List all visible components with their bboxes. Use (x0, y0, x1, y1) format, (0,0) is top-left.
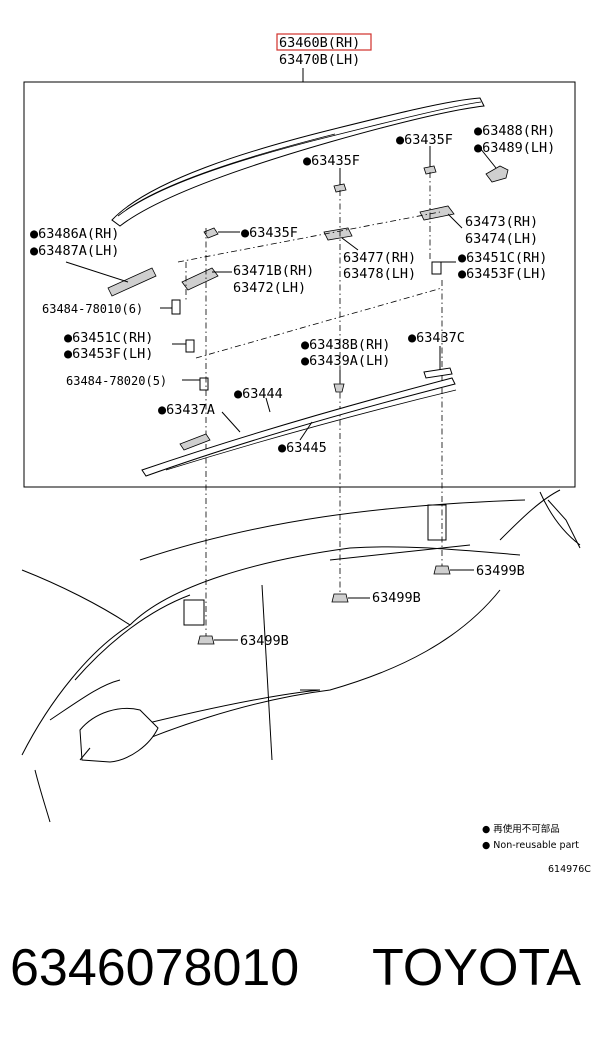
callout-63499B-3: 63499B (476, 563, 525, 579)
bolts-shape (160, 261, 456, 391)
callout-63484-78020: 63484-78020(5) (66, 374, 167, 388)
callout-63435F-c: ●63435F (241, 225, 298, 241)
part-number: 6346078010 (10, 939, 300, 997)
reference-code: 614976C (548, 864, 591, 875)
callout-63445: ●63445 (278, 440, 327, 456)
callout-63471B: 63471B(RH) (233, 263, 314, 279)
bracket-63473-shape (419, 205, 455, 221)
clip-63499B-shapes (197, 565, 474, 645)
callout-63451C-right: ●63451C(RH) (458, 250, 547, 266)
exploded-view-frame (23, 81, 576, 488)
label-63470B: 63470B(LH) (279, 52, 360, 68)
callout-63453F-left: ●63453F(LH) (64, 346, 153, 362)
brand-name: TOYOTA (372, 939, 581, 997)
callout-63438B: ●63438B(RH) (301, 337, 390, 353)
bracket-63471B-shape (181, 267, 219, 291)
callout-63435F-a: ●63435F (396, 132, 453, 148)
callout-63453F-right: ●63453F(LH) (458, 266, 547, 282)
callout-63444: ●63444 (234, 386, 283, 402)
callout-63499B-1: 63499B (240, 633, 289, 649)
callout-63484-78010: 63484-78010(6) (42, 302, 143, 316)
highlight-box (276, 33, 372, 51)
cover-63486A-shape (107, 267, 157, 297)
bracket-63488-shape (485, 165, 509, 183)
callout-63437C: ●63437C (408, 330, 465, 346)
callout-63472: 63472(LH) (233, 280, 306, 296)
roof-rail-shape (111, 97, 485, 227)
bracket-63477-shape (323, 227, 353, 241)
callout-63473: 63473(RH) (465, 214, 538, 230)
callout-63478: 63478(LH) (343, 266, 416, 282)
clip-63435F-shape (203, 146, 437, 239)
callout-63439A: ●63439A(LH) (301, 353, 390, 369)
moulding-63444-shape (141, 367, 457, 477)
callout-63474: 63474(LH) (465, 231, 538, 247)
callout-63489: ●63489(LH) (474, 140, 555, 156)
legend-en: ● Non-reusable part (482, 840, 579, 851)
callout-63488: ●63488(RH) (474, 123, 555, 139)
label-63460B: 63460B(RH) (279, 35, 360, 51)
callout-63435F-b: ●63435F (303, 153, 360, 169)
clip-63438B-shape (333, 383, 345, 393)
callout-63451C-left: ●63451C(RH) (64, 330, 153, 346)
car-body-outline (21, 489, 581, 823)
callout-63487A: ●63487A(LH) (30, 243, 119, 259)
callout-63486A: ●63486A(RH) (30, 226, 119, 242)
callout-63499B-2: 63499B (372, 590, 421, 606)
legend-jp: ● 再使用不可部品 (482, 823, 560, 835)
callout-63437A: ●63437A (158, 402, 215, 418)
callout-63477: 63477(RH) (343, 250, 416, 266)
assembly-lines (177, 172, 443, 640)
